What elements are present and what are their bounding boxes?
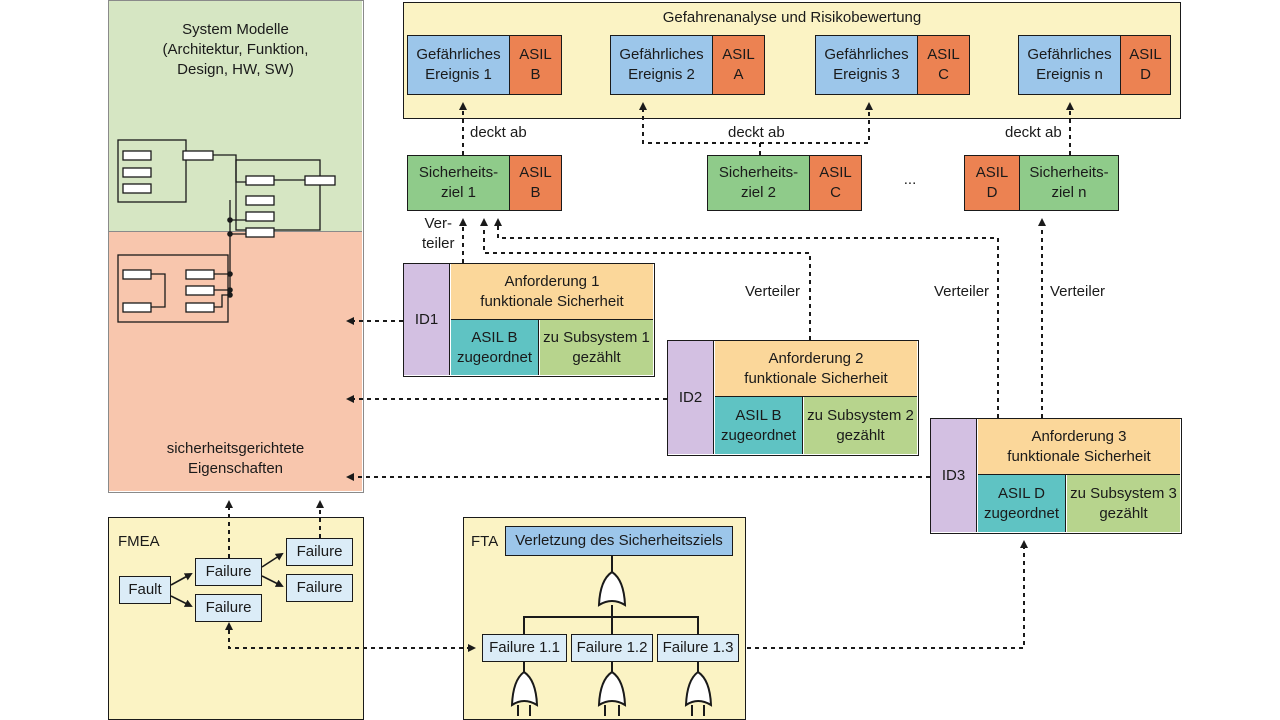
covers-arrow-2a <box>639 102 761 155</box>
hazard-event-label: Gefährliches Ereignis 3 <box>816 36 918 94</box>
safety-goal-n: ASIL D Sicherheits- ziel n <box>964 155 1119 211</box>
requirement-asil: ASIL D zugeordnet <box>978 475 1066 532</box>
architecture-sketch <box>117 139 336 323</box>
distributor-label-2: Verteiler <box>745 283 801 300</box>
safety-goal-1: Sicherheits- ziel 1 ASIL B <box>407 155 562 211</box>
fmea-fault-box: Fault <box>119 576 171 604</box>
asil-badge: ASIL D <box>1121 36 1170 94</box>
covers-label-1: deckt ab <box>470 124 527 141</box>
requirement-asil: ASIL B zugeordnet <box>451 320 539 375</box>
requirement-id: ID2 <box>668 341 714 454</box>
requirement-id: ID1 <box>404 264 450 375</box>
architecture-junctions <box>227 217 233 298</box>
safety-properties-label: sicherheitsgerichtete Eigenschaften <box>166 440 305 477</box>
bidirectional-arrowheads <box>225 622 233 630</box>
fta-to-requirement-3 <box>747 540 1028 649</box>
system-models-title: System Modelle (Architektur, Funktion, D… <box>162 21 309 78</box>
asil-badge: ASIL C <box>918 36 969 94</box>
asil-badge: ASIL C <box>810 156 861 210</box>
fmea-title: FMEA <box>118 533 160 550</box>
fault-to-failure-2 <box>170 595 193 607</box>
fmea-failure-box: Failure <box>195 558 262 586</box>
requirement-subsystem: zu Subsystem 3 gezählt <box>1067 475 1180 532</box>
requirement-asil: ASIL B zugeordnet <box>715 397 803 454</box>
asil-badge: ASIL D <box>965 156 1020 210</box>
requirement-subsystem: zu Subsystem 2 gezählt <box>804 397 917 454</box>
asil-badge: ASIL A <box>713 36 764 94</box>
fta-top-event: Verletzung des Sicherheitsziels <box>505 526 733 556</box>
fault-to-failure-1 <box>170 573 193 586</box>
requirement-title: Anforderung 2 funktionale Sicherheit <box>715 341 917 397</box>
fta-title: FTA <box>471 533 499 550</box>
fta-failure-box: Failure 1.3 <box>657 634 739 662</box>
fta-failure-box: Failure 1.2 <box>571 634 653 662</box>
fta-failure-box: Failure 1.1 <box>482 634 567 662</box>
fmea-to-fta <box>228 630 476 652</box>
hazard-event-label: Gefährliches Ereignis n <box>1019 36 1121 94</box>
failure-to-failure-2 <box>261 575 284 587</box>
requirement-id: ID3 <box>931 419 977 532</box>
requirement-title: Anforderung 3 funktionale Sicherheit <box>978 419 1180 475</box>
hazard-analysis-title: Gefahrenanalyse und Risikobewertung <box>662 9 922 26</box>
fmea-failure-box: Failure <box>195 594 262 622</box>
distributor-label-3: Verteiler <box>934 283 990 300</box>
covers-label-2: deckt ab <box>728 124 785 141</box>
hazard-event-label: Gefährliches Ereignis 1 <box>408 36 510 94</box>
safety-goal-2: Sicherheits- ziel 2 ASIL C <box>707 155 862 211</box>
or-gate-top-icon <box>597 570 627 607</box>
requirement-1: ID1 Anforderung 1 funktionale Sicherheit… <box>403 263 655 377</box>
hazard-event-1: Gefährliches Ereignis 1 ASIL B <box>407 35 562 95</box>
distributor-label-n: Verteiler <box>1050 283 1106 300</box>
covers-arrow-2b <box>760 102 873 144</box>
safety-goal-label: Sicherheits- ziel 2 <box>708 156 810 210</box>
failure-to-failure-1 <box>261 552 284 568</box>
or-gate-icon <box>597 670 627 707</box>
hazard-event-2: Gefährliches Ereignis 2 ASIL A <box>610 35 765 95</box>
requirement-subsystem: zu Subsystem 1 gezählt <box>540 320 653 375</box>
distributor-label-split: Ver- teiler <box>422 215 455 252</box>
requirement-2: ID2 Anforderung 2 funktionale Sicherheit… <box>667 340 919 456</box>
or-gate-icon <box>510 670 539 707</box>
requirement-3: ID3 Anforderung 3 funktionale Sicherheit… <box>930 418 1182 534</box>
asil-badge: ASIL B <box>510 36 561 94</box>
safety-goal-label: Sicherheits- ziel 1 <box>408 156 510 210</box>
hazard-event-3: Gefährliches Ereignis 3 ASIL C <box>815 35 970 95</box>
covers-label-3: deckt ab <box>1005 124 1062 141</box>
ellipsis: ... <box>903 171 917 188</box>
safety-goal-label: Sicherheits- ziel n <box>1020 156 1118 210</box>
hazard-event-label: Gefährliches Ereignis 2 <box>611 36 713 94</box>
hazard-event-n: Gefährliches Ereignis n ASIL D <box>1018 35 1171 95</box>
requirement-title: Anforderung 1 funktionale Sicherheit <box>451 264 653 320</box>
or-gate-icon <box>684 670 713 707</box>
distributor-arrow-3 <box>494 218 999 418</box>
fmea-failure-box: Failure <box>286 574 353 602</box>
asil-badge: ASIL B <box>510 156 561 210</box>
fmea-failure-box: Failure <box>286 538 353 566</box>
distributor-arrow-2 <box>480 218 811 340</box>
